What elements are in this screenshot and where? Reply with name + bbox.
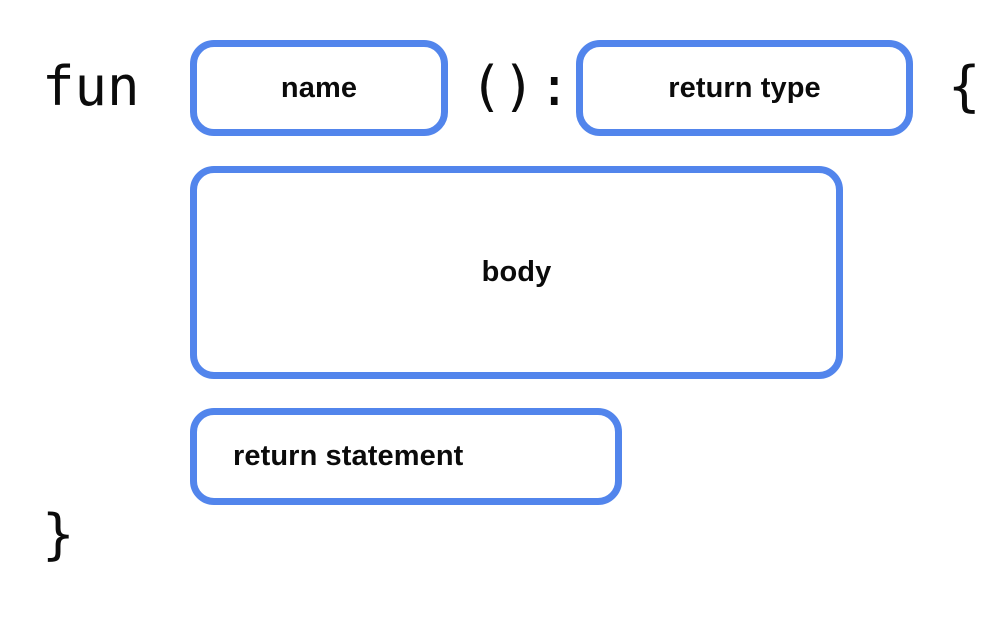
colon-token: :: [538, 55, 571, 118]
open-brace-token: {: [948, 55, 981, 118]
slot-return-type[interactable]: return type: [576, 40, 913, 136]
parentheses-token: (): [470, 55, 536, 118]
slot-body[interactable]: body: [190, 166, 843, 379]
keyword-fun-token: fun: [42, 55, 140, 118]
close-brace-token: }: [42, 503, 75, 566]
slot-body-label: body: [481, 256, 552, 288]
slot-name[interactable]: name: [190, 40, 448, 136]
slot-name-label: name: [280, 71, 358, 104]
slot-return-statement-label: return statement: [233, 440, 464, 472]
slot-return-type-label: return type: [668, 71, 821, 104]
slot-return-statement[interactable]: return statement: [190, 408, 622, 505]
